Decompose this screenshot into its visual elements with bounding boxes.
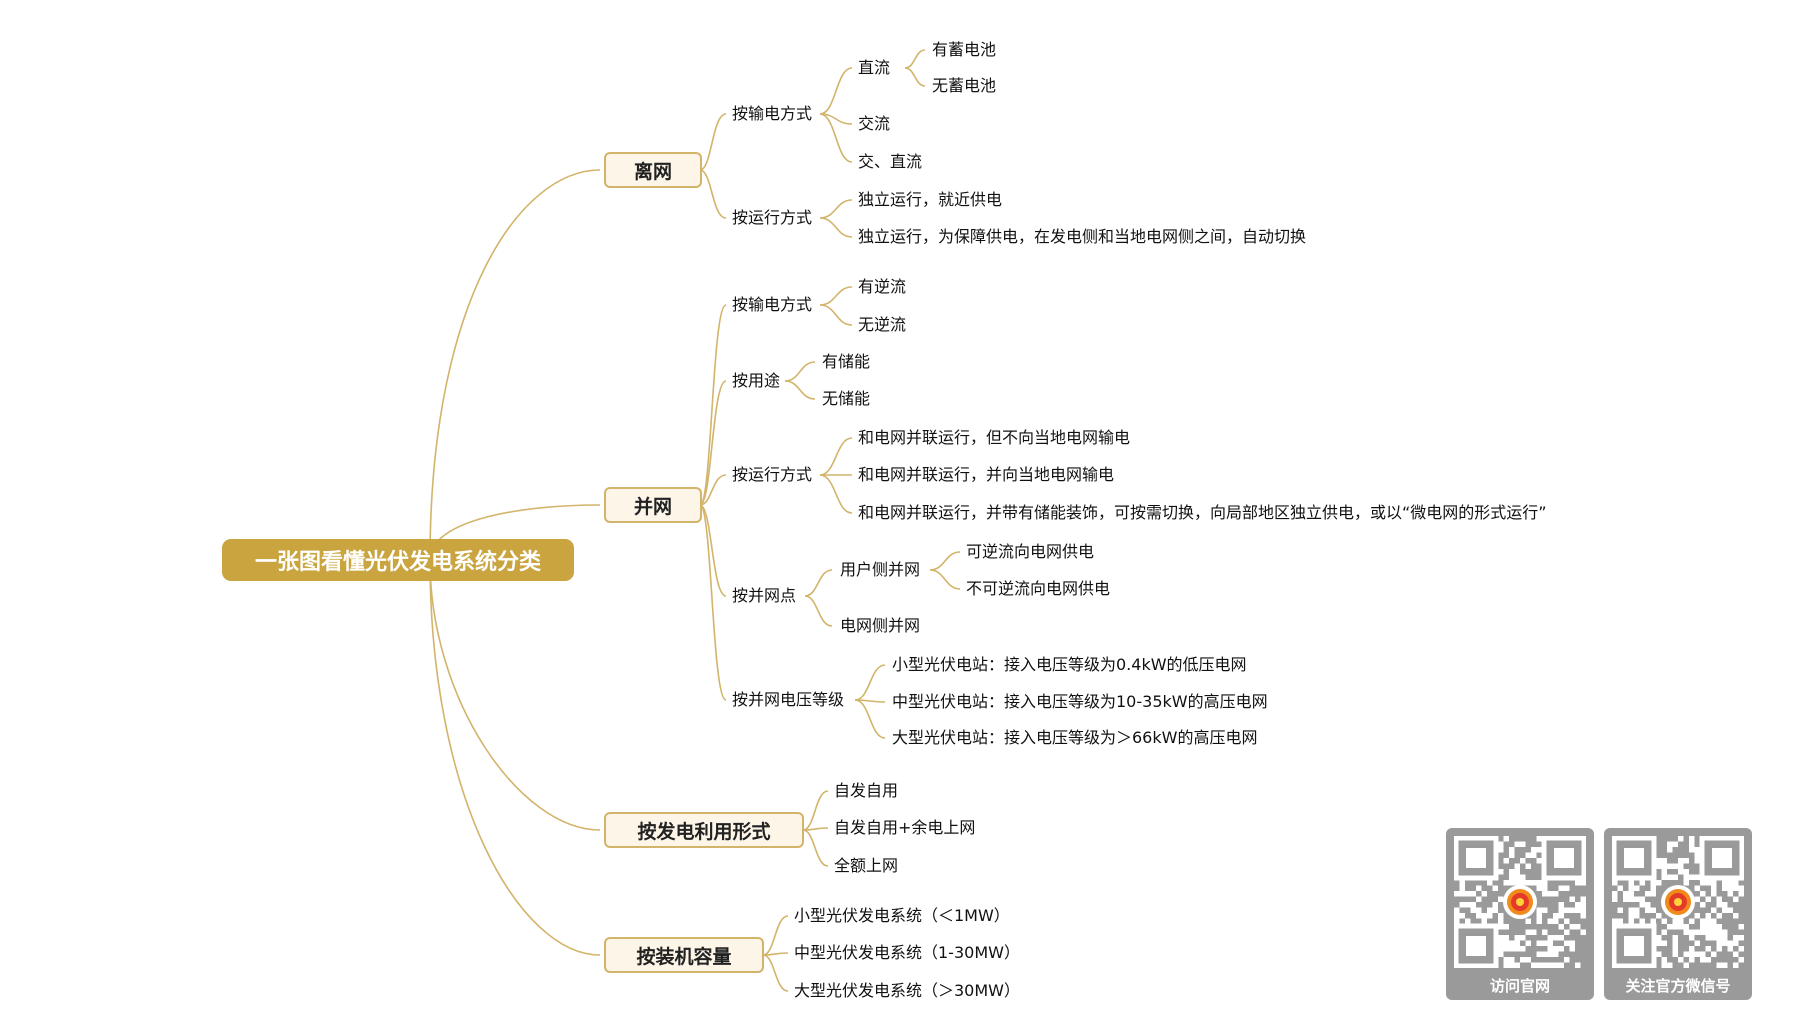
- grid-by-transmission: 按输电方式: [732, 295, 813, 314]
- node-grid: 并网: [604, 487, 702, 523]
- usage-item: 自发自用+余电上网: [834, 818, 976, 837]
- grid-user-side-item: 可逆流向电网供电: [966, 542, 1095, 561]
- grid-operation-item: 和电网并联运行，并向当地电网输电: [858, 465, 1115, 484]
- qr-code-website[interactable]: 访问官网: [1446, 828, 1594, 1000]
- qr-label: 访问官网: [1489, 977, 1550, 995]
- grid-use-item: 无储能: [822, 389, 871, 408]
- usage-item: 全额上网: [834, 856, 899, 875]
- root-node: 一张图看懂光伏发电系统分类: [222, 539, 574, 581]
- grid-grid-side: 电网侧并网: [840, 616, 921, 635]
- grid-use-item: 有储能: [822, 352, 871, 371]
- grid-user-side: 用户侧并网: [840, 560, 921, 579]
- offgrid-dc-with-battery: 有蓄电池: [932, 40, 997, 59]
- offgrid-ac: 交流: [858, 114, 891, 133]
- offgrid-dc-without-battery: 无蓄电池: [932, 76, 997, 95]
- qr-code-icon: [1454, 836, 1586, 968]
- qr-label: 关注官方微信号: [1625, 977, 1731, 995]
- grid-by-use: 按用途: [732, 371, 781, 390]
- grid-voltage-item: 小型光伏电站：接入电压等级为0.4kW的低压电网: [892, 655, 1247, 674]
- grid-voltage-item: 大型光伏电站：接入电压等级为＞66kW的高压电网: [892, 728, 1258, 747]
- capacity-item: 小型光伏发电系统（＜1MW）: [794, 906, 1010, 925]
- node-offgrid: 离网: [604, 152, 702, 188]
- offgrid-dc: 直流: [858, 58, 891, 77]
- grid-operation-item: 和电网并联运行，并带有储能装饰，可按需切换，向局部地区独立供电，或以“微电网的形…: [858, 503, 1547, 522]
- grid-transmission-item: 无逆流: [858, 315, 907, 334]
- grid-operation-item: 和电网并联运行，但不向当地电网输电: [858, 428, 1131, 447]
- offgrid-acdc: 交、直流: [858, 152, 923, 171]
- usage-item: 自发自用: [834, 781, 899, 800]
- grid-by-point: 按并网点: [732, 586, 797, 605]
- grid-transmission-item: 有逆流: [858, 277, 907, 296]
- grid-voltage-item: 中型光伏电站：接入电压等级为10-35kW的高压电网: [892, 692, 1268, 711]
- capacity-item: 中型光伏发电系统（1-30MW）: [794, 943, 1020, 962]
- offgrid-by-transmission: 按输电方式: [732, 104, 813, 123]
- offgrid-operation-item: 独立运行，就近供电: [858, 190, 1003, 209]
- grid-user-side-item: 不可逆流向电网供电: [966, 579, 1111, 598]
- node-usage: 按发电利用形式: [604, 812, 804, 848]
- grid-by-operation: 按运行方式: [732, 465, 813, 484]
- offgrid-by-operation: 按运行方式: [732, 208, 813, 227]
- qr-code-icon: [1612, 836, 1744, 968]
- node-capacity: 按装机容量: [604, 937, 764, 973]
- capacity-item: 大型光伏发电系统（＞30MW）: [794, 981, 1020, 1000]
- grid-by-voltage: 按并网电压等级: [732, 690, 845, 709]
- qr-code-wechat[interactable]: 关注官方微信号: [1604, 828, 1752, 1000]
- offgrid-operation-item: 独立运行，为保障供电，在发电侧和当地电网侧之间，自动切换: [858, 227, 1307, 246]
